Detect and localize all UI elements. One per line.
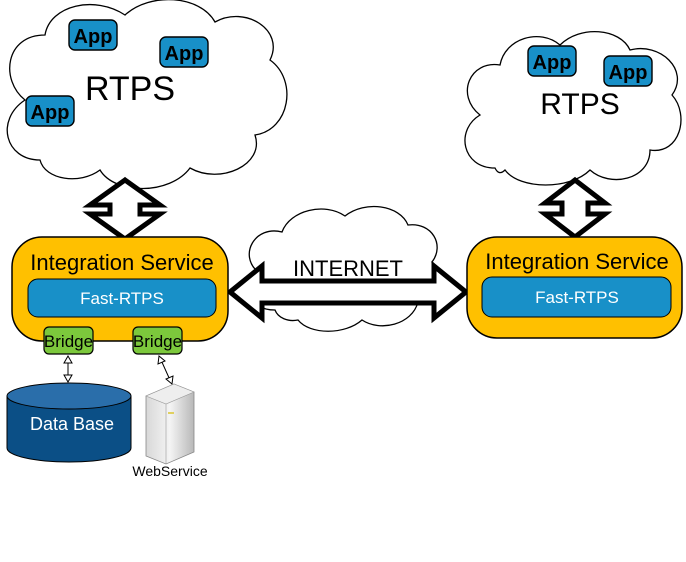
bridge-label: Bridge: [44, 332, 93, 351]
webservice-label: WebService: [132, 463, 207, 479]
left-app-1: App: [68, 19, 118, 51]
right-app-2: App: [603, 55, 653, 87]
fast-rtps-label: Fast-RTPS: [535, 288, 619, 307]
bridge-ws-connector: [157, 355, 174, 385]
app-label: App: [165, 43, 204, 65]
left-vertical-double-arrow: [82, 176, 168, 243]
database-icon: [6, 382, 132, 463]
database-label: Data Base: [30, 414, 114, 434]
internet-label: INTERNET: [293, 256, 403, 281]
service-title: Integration Service: [30, 250, 213, 275]
right-app-1: App: [527, 45, 577, 77]
app-label: App: [74, 26, 113, 48]
service-title: Integration Service: [485, 249, 668, 274]
bridge-webservice: Bridge: [132, 326, 183, 355]
app-label: App: [31, 102, 70, 124]
left-rtps-label: RTPS: [85, 70, 175, 108]
horizontal-double-arrow: [226, 260, 470, 324]
left-app-3: App: [25, 95, 75, 127]
server-icon: [145, 383, 195, 465]
left-integration-service: Integration Service Fast-RTPS: [11, 236, 229, 342]
right-rtps-label: RTPS: [540, 88, 619, 121]
fast-rtps-label: Fast-RTPS: [80, 289, 164, 308]
bridge-label: Bridge: [133, 332, 182, 351]
bridge-db-connector: [63, 354, 73, 384]
app-label: App: [609, 62, 648, 84]
app-label: App: [533, 52, 572, 74]
right-integration-service: Integration Service Fast-RTPS: [466, 236, 683, 339]
bridge-database: Bridge: [43, 326, 94, 355]
left-app-2: App: [159, 36, 209, 68]
right-vertical-double-arrow: [537, 176, 613, 241]
